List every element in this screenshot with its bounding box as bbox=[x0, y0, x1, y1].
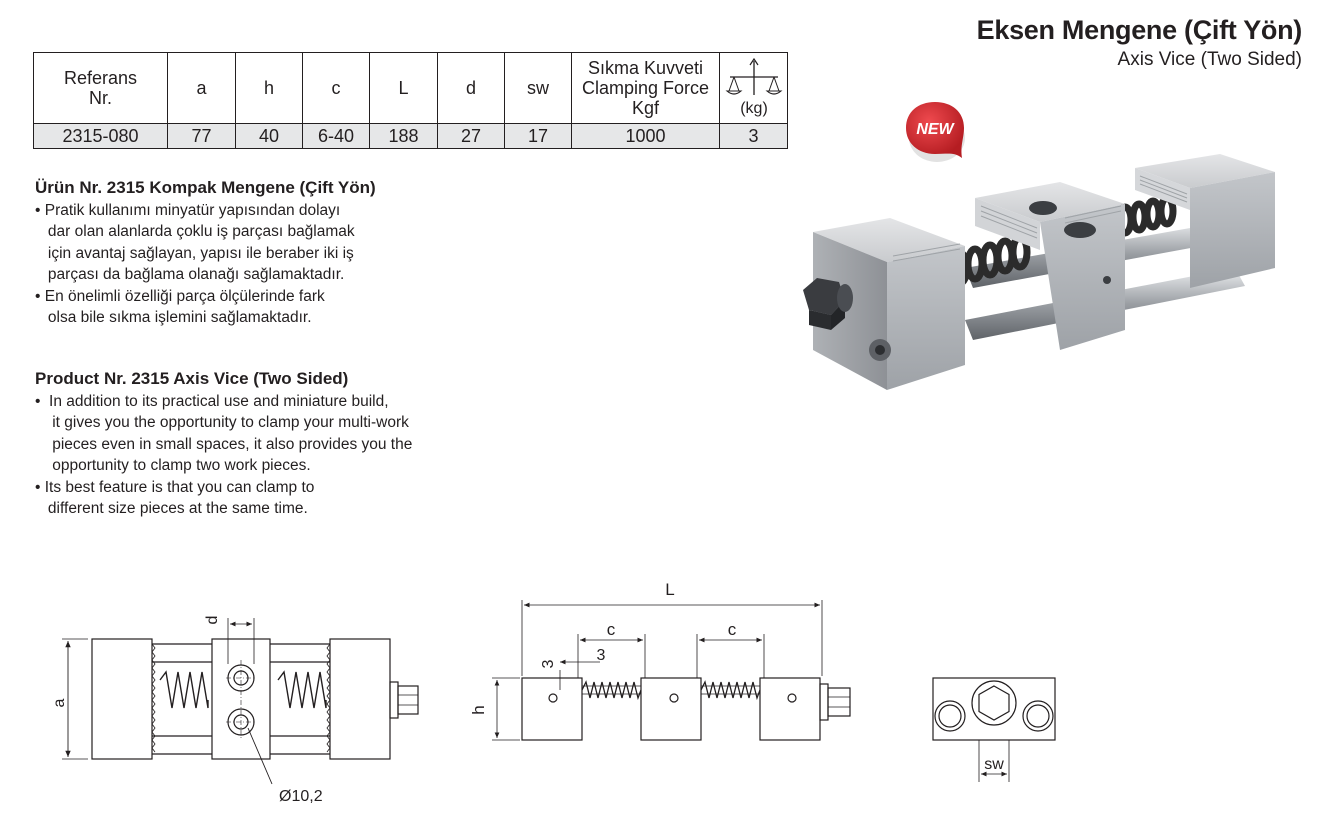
header-weight: (kg) bbox=[719, 52, 788, 124]
dim-c2-label: c bbox=[728, 620, 737, 639]
description-tr-line: dar olan alanlarda çoklu iş parçası bağl… bbox=[35, 223, 355, 240]
description-en-line: • Its best feature is that you can clamp… bbox=[35, 478, 315, 496]
dim-d-label: d bbox=[204, 616, 221, 625]
side-view bbox=[492, 600, 851, 741]
description-tr: Ürün Nr. 2315 Kompak Mengene (Çift Yön) … bbox=[35, 177, 376, 329]
description-tr-line: parçası da bağlama olanağı sağlamaktadır… bbox=[35, 266, 345, 283]
description-en: Product Nr. 2315 Axis Vice (Two Sided) •… bbox=[35, 368, 412, 520]
table-row: 2315-080 77 40 6-40 188 27 17 1000 3 bbox=[33, 123, 788, 149]
cell-force: 1000 bbox=[571, 123, 720, 149]
new-badge: NEW bbox=[906, 102, 965, 162]
description-en-line: different size pieces at the same time. bbox=[35, 500, 308, 517]
cell-l: 188 bbox=[369, 123, 438, 149]
header-c: c bbox=[302, 52, 370, 124]
description-en-line: pieces even in small spaces, it also pro… bbox=[35, 435, 413, 453]
dim-3b-label: 3 bbox=[540, 659, 557, 668]
description-en-line: opportunity to clamp two work pieces. bbox=[35, 457, 311, 474]
svg-text:(kg): (kg) bbox=[740, 100, 768, 117]
cell-h: 40 bbox=[235, 123, 303, 149]
description-tr-line: • En önelimli özelliği parça ölçülerinde… bbox=[35, 287, 325, 305]
title-block: Eksen Mengene (Çift Yön) Axis Vice (Two … bbox=[976, 14, 1303, 72]
top-view bbox=[62, 618, 419, 785]
cell-d: 27 bbox=[437, 123, 505, 149]
cell-sw: 17 bbox=[504, 123, 572, 149]
cell-c: 6-40 bbox=[302, 123, 370, 149]
dim-sw-label: sw bbox=[984, 756, 1004, 773]
header-l: L bbox=[369, 52, 438, 124]
description-en-line: • In addition to its practical use and m… bbox=[35, 392, 389, 410]
description-tr-line: için avantaj sağlayan, yapısı ile berabe… bbox=[35, 244, 354, 262]
dim-a-label: a bbox=[51, 698, 68, 707]
description-tr-heading: Ürün Nr. 2315 Kompak Mengene (Çift Yön) bbox=[35, 178, 376, 197]
technical-drawing: a d Ø10,2 bbox=[51, 580, 1056, 805]
header-a: a bbox=[167, 52, 236, 124]
description-en-line: it gives you the opportunity to clamp yo… bbox=[35, 414, 409, 431]
dim-h-label: h bbox=[469, 705, 488, 714]
end-view bbox=[932, 677, 1056, 782]
cell-ref: 2315-080 bbox=[33, 123, 168, 149]
header-sw: sw bbox=[504, 52, 572, 124]
cell-weight: 3 bbox=[719, 123, 788, 149]
svg-text:NEW: NEW bbox=[916, 121, 955, 138]
header-force: Sıkma Kuvveti Clamping Force Kgf bbox=[571, 52, 720, 124]
page-title: Eksen Mengene (Çift Yön) bbox=[976, 15, 1303, 45]
page-subtitle: Axis Vice (Two Sided) bbox=[1117, 49, 1302, 70]
description-en-heading: Product Nr. 2315 Axis Vice (Two Sided) bbox=[35, 369, 349, 388]
dim-3a-label: 3 bbox=[597, 647, 606, 664]
description-tr-line: olsa bile sıkma işlemini sağlamaktadır. bbox=[35, 309, 312, 326]
header-h: h bbox=[235, 52, 303, 124]
description-tr-line: • Pratik kullanımı minyatür yapısından d… bbox=[35, 201, 341, 219]
product-image bbox=[803, 154, 1275, 390]
cell-a: 77 bbox=[167, 123, 236, 149]
scale-icon: (kg) bbox=[725, 57, 782, 117]
dim-l-label: L bbox=[665, 580, 674, 599]
header-d: d bbox=[437, 52, 505, 124]
dim-hole-label: Ø10,2 bbox=[279, 788, 323, 805]
dim-c1-label: c bbox=[607, 620, 616, 639]
